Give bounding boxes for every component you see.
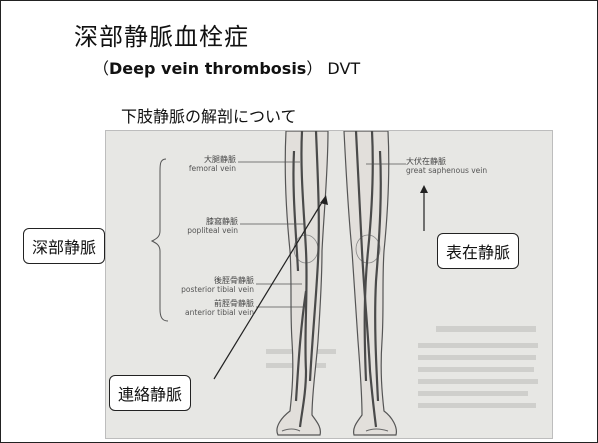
label-popliteal-vein-jp: 膝窩静脈 xyxy=(206,217,238,226)
slide-subtitle: （Deep vein thrombosis） DVT xyxy=(93,55,360,79)
label-great-saphenous-vein: 大伏在静脈 great saphenous vein xyxy=(406,157,526,175)
label-femoral-vein-en: femoral vein xyxy=(172,164,236,173)
label-anterior-tibial-vein: 前脛骨静脈 anterior tibial vein xyxy=(156,299,254,317)
label-posterior-tibial-vein: 後脛骨静脈 posterior tibial vein xyxy=(156,276,254,294)
label-femoral-vein-jp: 大腿静脈 xyxy=(204,155,236,164)
callout-communicating-veins: 連絡静脈 xyxy=(109,375,191,411)
label-great-saphenous-vein-jp: 大伏在静脈 xyxy=(406,157,446,166)
label-anterior-tibial-vein-en: anterior tibial vein xyxy=(156,308,254,317)
callout-superficial-veins: 表在静脈 xyxy=(437,233,519,269)
label-anterior-tibial-vein-jp: 前脛骨静脈 xyxy=(214,299,254,308)
subtitle-abbreviation: ） DVT xyxy=(306,59,360,78)
label-great-saphenous-vein-en: great saphenous vein xyxy=(406,166,526,175)
label-femoral-vein: 大腿静脈 femoral vein xyxy=(172,155,236,173)
section-heading: 下肢静脈の解剖について xyxy=(121,103,297,127)
subtitle-open-paren: （ xyxy=(93,59,109,78)
label-popliteal-vein: 膝窩静脈 popliteal vein xyxy=(168,217,238,235)
label-posterior-tibial-vein-jp: 後脛骨静脈 xyxy=(214,276,254,285)
label-posterior-tibial-vein-en: posterior tibial vein xyxy=(156,285,254,294)
callout-deep-veins: 深部静脈 xyxy=(23,228,105,264)
subtitle-english-term: Deep vein thrombosis xyxy=(109,59,306,78)
slide-title: 深部静脈血栓症 xyxy=(74,17,249,52)
label-popliteal-vein-en: popliteal vein xyxy=(168,226,238,235)
